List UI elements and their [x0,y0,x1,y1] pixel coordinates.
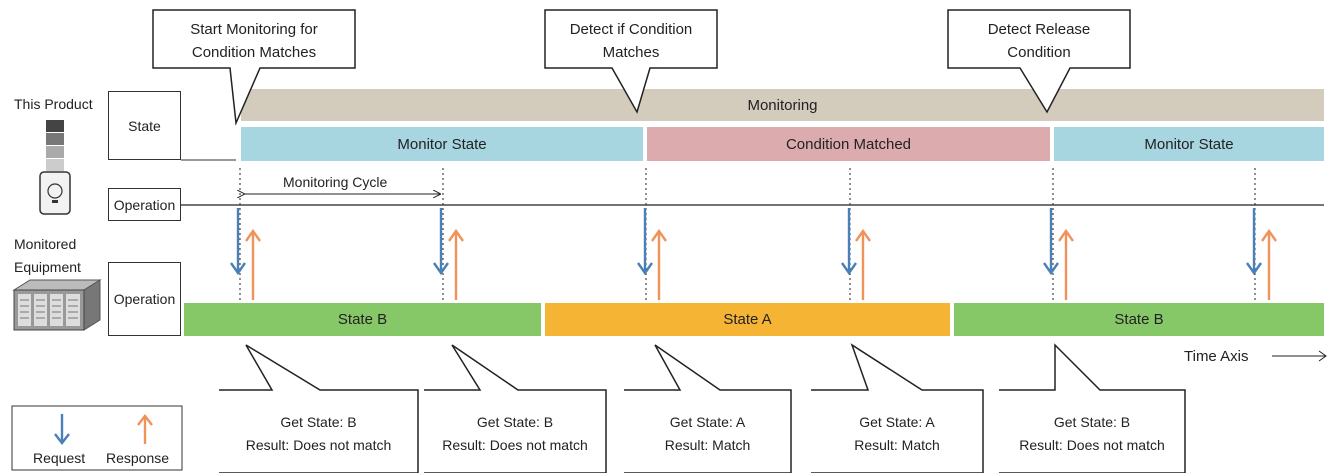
result-callout-5: Get State: B Result: Does not match [999,411,1185,457]
state-row-label: State [108,91,181,160]
legend-box [11,405,183,471]
result-callout-4-result: Result: Match [854,437,940,453]
time-axis-label: Time Axis [1184,348,1249,365]
callout-detect-condition-line2: Matches [602,44,660,61]
result-callout-2-state: Get State: B [476,414,554,430]
callout-detect-release-line1: Detect Release [987,21,1091,38]
state-bar-condition-matched: Condition Matched [647,127,1050,161]
server-rack-icon [12,279,102,331]
state-bar-monitor-2: Monitor State [1054,127,1324,161]
dotted-guides [239,168,1256,300]
result-callout-2: Get State: B Result: Does not match [424,411,606,457]
result-callout-1: Get State: B Result: Does not match [219,411,418,457]
response-arrows [245,228,1277,300]
top-callout-shapes [152,9,1131,126]
request-arrows [230,208,1262,276]
monitoring-bar: Monitoring [241,89,1324,121]
equipment-state-bar-a: State A [545,303,950,336]
callout-start-monitoring: Start Monitoring for Condition Matches [153,18,355,64]
equipment-state-bar-b-2: State B [954,303,1324,336]
this-product-label: This Product [14,96,93,112]
callout-detect-release-line2: Condition [1007,44,1071,61]
callout-detect-condition-line1: Detect if Condition [569,21,693,38]
result-callout-3-state: Get State: A [669,414,746,430]
result-callout-2-result: Result: Does not match [442,437,588,453]
result-callout-1-result: Result: Does not match [245,437,392,453]
monitored-equipment-label-1: Monitored [14,236,77,252]
legend-response-label: Response [106,450,170,466]
callout-detect-condition: Detect if Condition Matches [545,18,717,64]
state-bar-monitor-1: Monitor State [241,127,643,161]
bottom-callout-shapes [219,343,1186,473]
legend-request-label: Request [33,450,86,466]
response-arrow-icon [137,414,153,444]
result-callout-3: Get State: A Result: Match [624,411,791,457]
result-callout-5-result: Result: Does not match [1019,437,1165,453]
callout-start-monitoring-line1: Start Monitoring for [190,21,318,38]
result-callout-1-state: Get State: B [280,414,357,430]
monitoring-cycle-label: Monitoring Cycle [283,174,388,190]
result-callout-4-state: Get State: A [859,414,935,430]
callout-start-monitoring-line2: Condition Matches [191,44,317,61]
operation-row-label-equipment: Operation [108,262,181,336]
time-axis-arrow [1272,350,1327,362]
operation-row-label-product: Operation [108,188,181,221]
request-arrow-icon [54,414,70,445]
result-callout-5-state: Get State: B [1053,414,1131,430]
signal-tower-icon [39,120,71,215]
monitored-equipment-label-2: Equipment [14,259,81,275]
result-callout-3-result: Result: Match [664,437,751,453]
callout-detect-release: Detect Release Condition [948,18,1130,64]
equipment-state-bar-b-1: State B [184,303,541,336]
result-callout-4: Get State: A Result: Match [811,411,983,457]
